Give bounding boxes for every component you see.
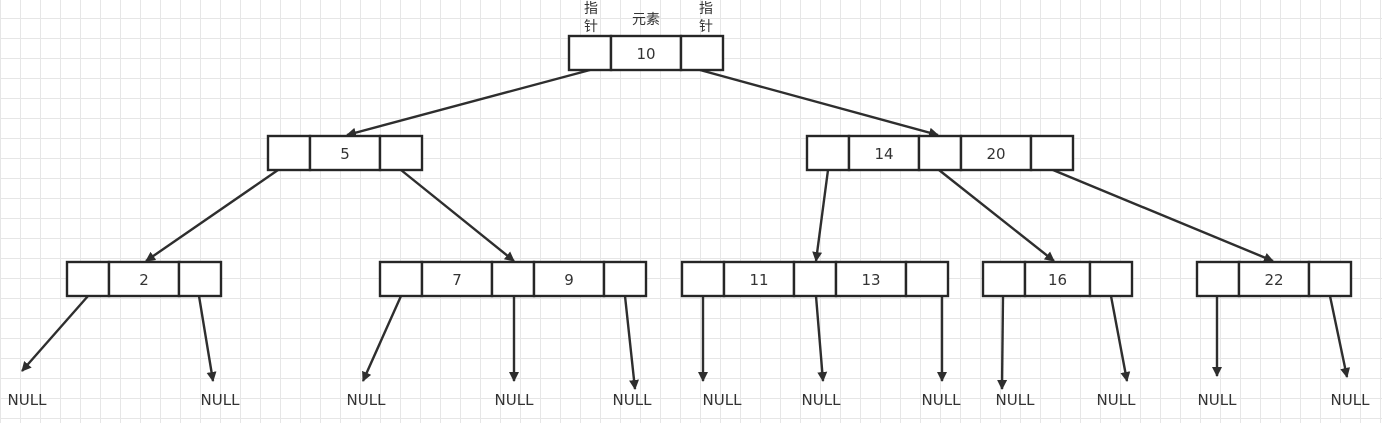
null-label: NULL bbox=[1198, 391, 1238, 409]
null-label: NULL bbox=[703, 391, 743, 409]
node-n11-13: 11 13 bbox=[680, 260, 950, 298]
null-label: NULL bbox=[1331, 391, 1371, 409]
pointer-cell bbox=[792, 260, 838, 298]
pointer-cell bbox=[1029, 134, 1075, 172]
pointer-arrow bbox=[938, 169, 1055, 262]
pointer-label-right-2: 针 bbox=[699, 19, 713, 35]
node-n22: 22 bbox=[1195, 260, 1353, 298]
key-value: 13 bbox=[861, 271, 880, 289]
pointer-arrow bbox=[197, 295, 217, 382]
null-label: NULL bbox=[802, 391, 842, 409]
key-cell bbox=[1023, 260, 1092, 298]
null-label: NULL bbox=[613, 391, 653, 409]
key-value: 7 bbox=[452, 271, 462, 289]
key-cell bbox=[847, 134, 921, 172]
null-label: NULL bbox=[996, 391, 1036, 409]
node-n14-20: 14 20 bbox=[805, 134, 1075, 172]
pointer-cell bbox=[65, 260, 111, 298]
pointer-arrow bbox=[997, 295, 1008, 390]
pointer-arrow bbox=[1328, 295, 1351, 378]
node-root: 10 bbox=[567, 34, 725, 72]
pointer-cell bbox=[378, 260, 424, 298]
key-value: 14 bbox=[874, 145, 893, 163]
null-label: NULL bbox=[8, 391, 48, 409]
pointer-cell bbox=[602, 260, 648, 298]
pointer-cell bbox=[1307, 260, 1353, 298]
element-label: 元素 bbox=[632, 12, 660, 28]
null-label: NULL bbox=[495, 391, 535, 409]
pointer-arrow bbox=[1052, 168, 1274, 263]
pointer-arrow bbox=[145, 169, 279, 262]
pointer-cell bbox=[981, 260, 1027, 298]
node-n5: 5 bbox=[266, 134, 424, 172]
pointer-arrow bbox=[814, 295, 828, 382]
null-label: NULL bbox=[347, 391, 387, 409]
pointer-cell bbox=[1088, 260, 1134, 298]
pointer-label-left-2: 针 bbox=[584, 19, 598, 35]
pointer-cell bbox=[378, 134, 424, 172]
pointer-arrow bbox=[400, 169, 515, 262]
key-value: 22 bbox=[1264, 271, 1283, 289]
pointer-arrow bbox=[346, 68, 591, 138]
pointer-cell bbox=[904, 260, 950, 298]
pointer-arrow bbox=[361, 295, 403, 382]
pointer-cell bbox=[490, 260, 536, 298]
pointer-cell bbox=[805, 134, 851, 172]
pointer-cell bbox=[917, 134, 963, 172]
key-value: 10 bbox=[636, 45, 655, 63]
null-labels: NULL NULL NULL NULL NULL NULL NULL NULL NULL NULL… bbox=[8, 391, 1371, 409]
pointer-cell bbox=[680, 260, 726, 298]
cell-labels: 指 针 元素 指 针 bbox=[584, 1, 713, 35]
key-cell bbox=[420, 260, 494, 298]
pointer-cell bbox=[177, 260, 223, 298]
pointer-arrow bbox=[21, 295, 89, 372]
pointer-arrow bbox=[812, 169, 830, 262]
node-n2: 2 bbox=[65, 260, 223, 298]
key-value: 9 bbox=[564, 271, 574, 289]
key-value: 20 bbox=[986, 145, 1005, 163]
node-n16: 16 bbox=[981, 260, 1134, 298]
key-cell bbox=[1237, 260, 1311, 298]
key-value: 5 bbox=[340, 145, 350, 163]
edges bbox=[21, 68, 1351, 390]
key-value: 16 bbox=[1048, 271, 1067, 289]
key-cell bbox=[308, 134, 382, 172]
pointer-cell bbox=[1195, 260, 1241, 298]
key-value: 11 bbox=[749, 271, 768, 289]
pointer-label-right-1: 指 bbox=[699, 1, 713, 17]
null-label: NULL bbox=[201, 391, 241, 409]
null-label: NULL bbox=[922, 391, 962, 409]
pointer-cell bbox=[567, 34, 613, 72]
null-label: NULL bbox=[1097, 391, 1137, 409]
key-value: 2 bbox=[139, 271, 149, 289]
pointer-label-left-1: 指 bbox=[584, 1, 598, 17]
pointer-cell bbox=[266, 134, 312, 172]
pointer-arrow bbox=[1109, 295, 1131, 382]
pointer-arrow bbox=[623, 295, 640, 390]
key-cell bbox=[959, 134, 1033, 172]
pointer-arrow bbox=[699, 68, 939, 138]
key-cell bbox=[609, 34, 683, 72]
pointer-cell bbox=[679, 34, 725, 72]
